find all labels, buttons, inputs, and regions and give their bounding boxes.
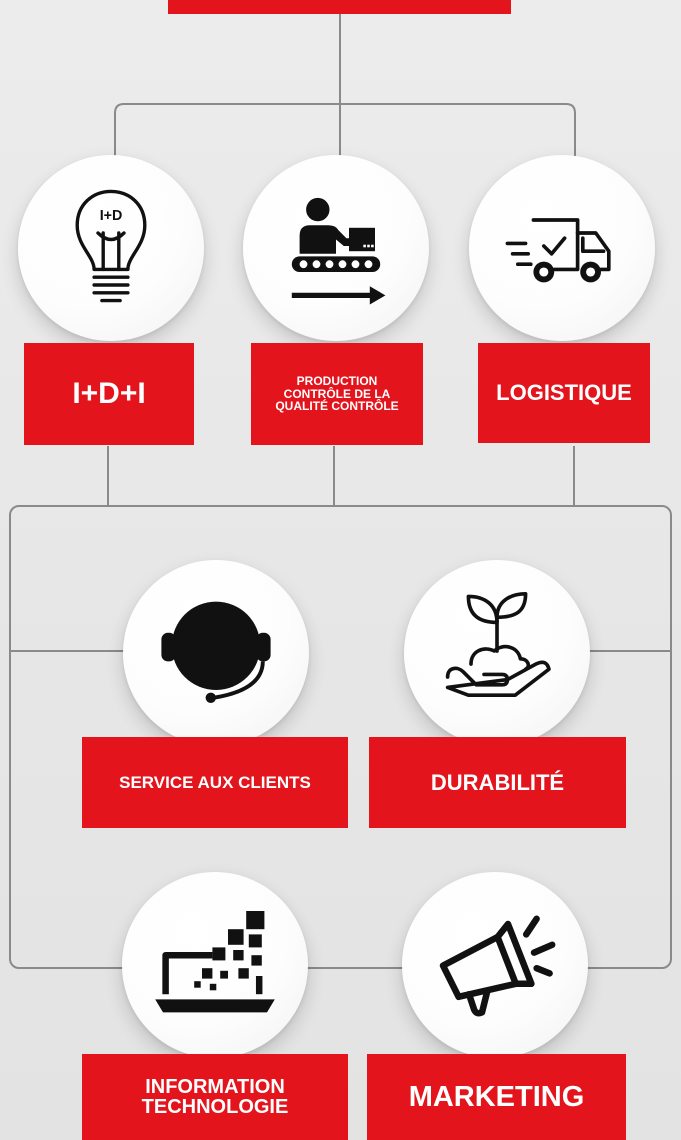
marketing-label: MARKETING — [408, 1080, 585, 1113]
lightbulb-icon: I+D — [46, 181, 176, 316]
durabilite-label-box: DURABILITÉ — [369, 737, 626, 828]
service-circle — [123, 560, 309, 746]
conveyor-worker-icon — [271, 181, 401, 316]
service-label-box: SERVICE AUX CLIENTS — [82, 737, 348, 828]
it-circle — [122, 872, 308, 1058]
production-circle — [243, 155, 429, 341]
marketing-circle — [402, 872, 588, 1058]
logistique-label: LOGISTIQUE — [496, 380, 632, 405]
headset-icon — [151, 586, 281, 721]
it-label: INFORMATION TECHNOLOGIE — [141, 1076, 289, 1118]
production-label: PRODUCTION CONTRÔLE DE LA QUALITÉ CONTRÔ… — [275, 374, 399, 414]
idi-circle: I+D — [18, 155, 204, 341]
megaphone-icon — [430, 898, 560, 1033]
idi-label: I+D+I — [72, 377, 146, 410]
durabilite-label: DURABILITÉ — [430, 769, 565, 795]
delivery-truck-icon — [497, 181, 627, 316]
marketing-label-box: MARKETING — [367, 1054, 626, 1140]
logistique-circle — [469, 155, 655, 341]
production-label-box: PRODUCTION CONTRÔLE DE LA QUALITÉ CONTRÔ… — [251, 343, 423, 445]
service-label: SERVICE AUX CLIENTS — [119, 773, 311, 792]
laptop-pixels-icon — [150, 898, 280, 1033]
idi-label-box: I+D+I — [24, 343, 194, 445]
lightbulb-icon-text: I+D — [100, 208, 123, 224]
plant-in-hand-icon — [432, 586, 562, 721]
it-label-box: INFORMATION TECHNOLOGIE — [82, 1054, 348, 1140]
top-header-box — [168, 0, 511, 14]
durabilite-circle — [404, 560, 590, 746]
logistique-label-box: LOGISTIQUE — [478, 343, 650, 443]
